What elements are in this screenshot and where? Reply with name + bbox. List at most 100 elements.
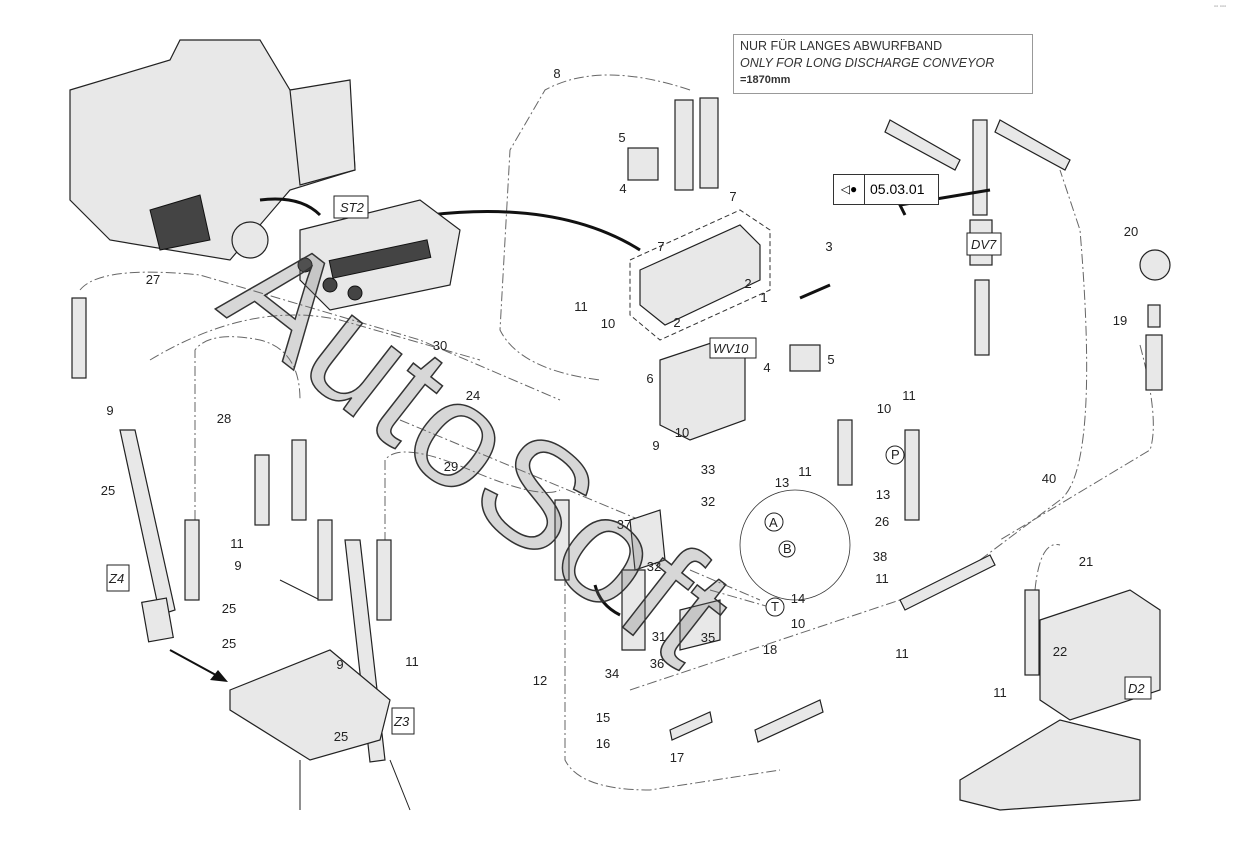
callout-15: 15 (596, 710, 610, 725)
callout-34: 34 (605, 666, 619, 681)
machine-illustration (69, 39, 356, 261)
center-parts (554, 419, 996, 743)
callout-31: 31 (652, 629, 666, 644)
callout-9: 9 (652, 438, 659, 453)
pump-d2 (959, 589, 1161, 811)
callout-10: 10 (877, 401, 891, 416)
callout-11: 11 (405, 654, 419, 669)
callout-30: 30 (433, 338, 447, 353)
reference-page: 05.03.01 (870, 181, 925, 197)
callout-25: 25 (222, 636, 236, 651)
callout-10: 10 (601, 316, 615, 331)
callout-12: 12 (533, 673, 547, 688)
tag-wv10: WV10 (709, 337, 757, 359)
svg-text:WV10: WV10 (713, 341, 749, 356)
callout-36: 36 (650, 656, 664, 671)
svg-text:T: T (771, 599, 779, 614)
tag-z4: Z4 (106, 564, 130, 592)
callout-33: 33 (701, 462, 715, 477)
callout-11: 11 (574, 299, 588, 314)
cylinder-z4 (119, 429, 176, 643)
callout-19: 19 (1113, 313, 1127, 328)
callout-10: 10 (791, 616, 805, 631)
callout-2: 2 (744, 276, 751, 291)
svg-text:P: P (891, 447, 900, 462)
callout-9: 9 (106, 403, 113, 418)
port-p: P (885, 445, 905, 465)
callout-17: 17 (670, 750, 684, 765)
callout-9: 9 (234, 558, 241, 573)
callout-32: 32 (647, 559, 661, 574)
callout-29: 29 (444, 459, 458, 474)
pointer-arrow (799, 283, 831, 300)
hose-line-21 (1034, 544, 1061, 591)
port-b: B (778, 540, 796, 558)
callout-16: 16 (596, 736, 610, 751)
port-a: A (764, 512, 784, 532)
callout-11: 11 (993, 685, 1007, 700)
note-line-en: ONLY FOR LONG DISCHARGE CONVEYOR (740, 56, 995, 70)
callout-38: 38 (873, 549, 887, 564)
callout-8: 8 (553, 66, 560, 81)
callout-37: 37 (617, 517, 631, 532)
valve-block-st2 (297, 199, 461, 311)
callout-24: 24 (466, 388, 480, 403)
callout-13: 13 (775, 475, 789, 490)
tag-st2: ST2 (333, 195, 369, 219)
hose-line-30 (149, 314, 481, 361)
callout-7: 7 (729, 189, 736, 204)
pointer-arrow (259, 197, 322, 217)
callout-25: 25 (101, 483, 115, 498)
callout-40: 40 (1042, 471, 1056, 486)
callout-27: 27 (146, 272, 160, 287)
hose-fittings-left (71, 297, 392, 621)
svg-text:D2: D2 (1128, 681, 1145, 696)
callout-22: 22 (1053, 644, 1067, 659)
port-t: T (765, 597, 785, 617)
hose-line-8 (499, 74, 691, 381)
callout-32: 32 (701, 494, 715, 509)
callout-11: 11 (798, 464, 812, 479)
callout-6: 6 (646, 371, 653, 386)
callout-5: 5 (618, 130, 625, 145)
hose-line-12 (564, 540, 781, 791)
callout-25: 25 (334, 729, 348, 744)
callout-1: 1 (760, 290, 767, 305)
callout-25: 25 (222, 601, 236, 616)
hose-line-28 (194, 336, 301, 520)
callout-28: 28 (217, 411, 231, 426)
corner-mark: ▫▫ ▫▫▫ (1214, 4, 1227, 10)
tag-z3: Z3 (391, 707, 415, 735)
callout-26: 26 (875, 514, 889, 529)
svg-text:ST2: ST2 (340, 200, 365, 215)
callout-14: 14 (791, 591, 805, 606)
frame-bracket (229, 579, 411, 811)
callout-13: 13 (876, 487, 890, 502)
hose-line-24 (399, 419, 641, 521)
hose-line-27 (79, 271, 561, 401)
callout-11: 11 (895, 646, 909, 661)
detail-circle (739, 489, 851, 601)
conveyor-note: NUR FÜR LANGES ABWURFBAND ONLY FOR LONG … (733, 34, 1033, 94)
tag-dv7: DV7 (966, 232, 1002, 256)
valve-block-1 (627, 97, 771, 341)
callout-10: 10 (675, 425, 689, 440)
callout-11: 11 (875, 571, 889, 586)
svg-text:Z3: Z3 (393, 714, 410, 729)
pressure-gauge (1139, 249, 1171, 391)
page-reference[interactable]: ◁● 05.03.01 (833, 174, 939, 205)
callout-21: 21 (1079, 554, 1093, 569)
callout-7: 7 (657, 239, 664, 254)
note-line-de: NUR FÜR LANGES ABWURFBAND (740, 39, 943, 53)
hose-line-29 (384, 451, 561, 560)
callout-20: 20 (1124, 224, 1138, 239)
callout-3: 3 (825, 239, 832, 254)
eye-icon: ◁● (834, 175, 865, 204)
svg-text:DV7: DV7 (971, 237, 997, 252)
svg-text:Z4: Z4 (108, 571, 124, 586)
svg-text:A: A (769, 515, 778, 530)
callout-18: 18 (763, 642, 777, 657)
callout-35: 35 (701, 630, 715, 645)
